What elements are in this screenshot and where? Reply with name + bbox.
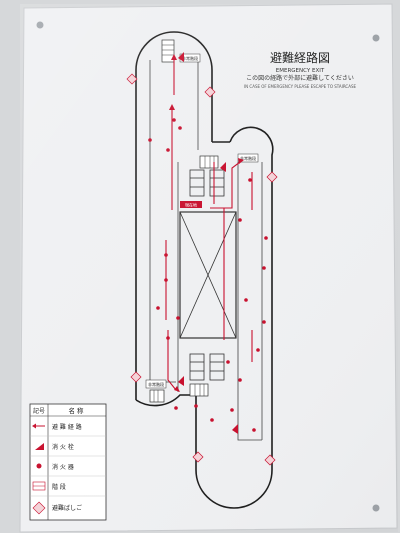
evacuation-map-photo: 避難経路図 EMERGENCY EXIT この図の経路で外部に避難してください … xyxy=(19,3,398,533)
